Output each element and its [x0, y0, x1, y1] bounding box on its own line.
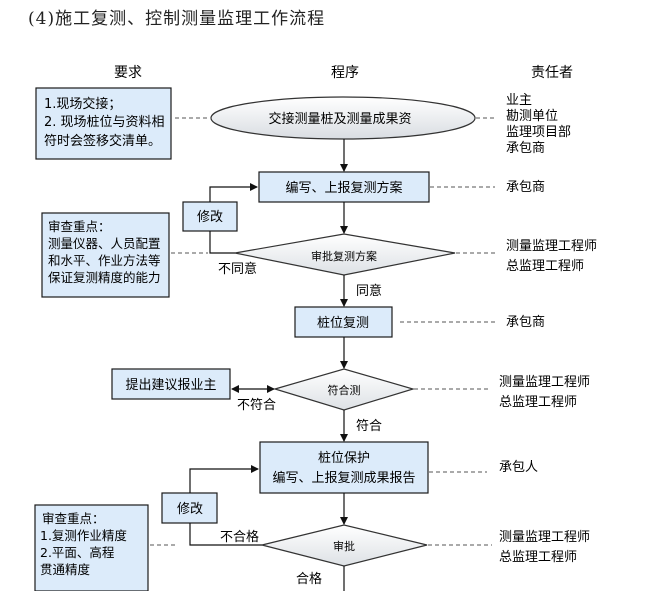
modify-label-1: 修改: [197, 210, 223, 225]
line-approve-to-modify2: [189, 523, 262, 546]
propose-owner-box: [111, 368, 231, 400]
resp2-line-1: 承包商: [506, 180, 545, 195]
header-procedure: 程序: [331, 65, 359, 81]
arrow-modify2-to-protect: [189, 465, 259, 493]
handover-label: 交接测量桩及测量成果资: [268, 111, 411, 127]
resp5-line-2: 总监理工程师: [499, 395, 577, 410]
resp4-line-1: 承包商: [506, 315, 545, 330]
modify-label-2: 修改: [177, 502, 203, 517]
page-title: (4)施工复测、控制测量监理工作流程: [28, 9, 326, 29]
resp1-line-1: 业主: [506, 93, 532, 108]
resp7-line-2: 总监理工程师: [499, 550, 577, 565]
req1-line-3: 符时会签移交清单。: [44, 133, 161, 149]
resp5-line-1: 测量监理工程师: [499, 375, 590, 390]
branch-not-conform: 不符合: [237, 397, 276, 413]
req2-line-4: 保证复测精度的能力: [48, 270, 161, 285]
resp7-line-1: 测量监理工程师: [499, 530, 590, 545]
prepare-plan-label: 编写、上报复测方案: [285, 180, 402, 196]
stake-protect-line-2: 编写、上报复测成果报告: [272, 471, 415, 486]
resp1-line-4: 承包商: [506, 141, 545, 156]
approve-diamond: [261, 524, 428, 567]
req1-line-1: 1.现场交接；: [44, 96, 121, 112]
req2-line-1: 审查重点：: [48, 219, 111, 234]
header-responsible: 责任者: [531, 65, 573, 81]
requirement-box-3: 审查重点： 1.复测作业精度 2.平面、高程 贯通精度: [34, 504, 149, 591]
requirement-box-1: 1.现场交接； 2. 现场桩位与资料相 符时会签移交清单。: [35, 87, 172, 160]
req3-line-2: 1.复测作业精度: [40, 528, 127, 543]
branch-qualified: 合格: [296, 571, 322, 587]
stake-protect-line-1: 桩位保护: [318, 451, 370, 466]
prepare-plan-box: [258, 171, 430, 203]
resp1-line-2: 勘测单位: [506, 109, 558, 124]
req3-line-4: 贯通精度: [40, 562, 91, 577]
arrow-modify1-to-plan: [209, 183, 258, 202]
conform-label: 符合测: [328, 383, 361, 397]
req2-line-2: 测量仪器、人员配置: [48, 236, 161, 251]
resp3-line-2: 总监理工程师: [506, 259, 584, 274]
resp3-line-1: 测量监理工程师: [506, 239, 597, 254]
responsible-1: 业主 勘测单位 监理项目部 承包商: [506, 93, 571, 156]
branch-conform: 符合: [356, 418, 382, 434]
line-review-to-modify1: [209, 231, 235, 254]
approve-label: 审批: [333, 539, 355, 553]
req1-line-2: 2. 现场桩位与资料相: [44, 115, 165, 130]
branch-unqualified: 不合格: [220, 529, 259, 545]
branch-disagree: 不同意: [218, 261, 257, 277]
review-plan-label: 审批复测方案: [311, 249, 377, 263]
review-plan-diamond: [234, 233, 456, 276]
conform-diamond: [272, 368, 416, 411]
req3-line-1: 审查重点：: [42, 511, 105, 526]
requirement-box-2: 审查重点： 测量仪器、人员配置 和水平、作业方法等 保证复测精度的能力: [41, 212, 170, 298]
req2-line-3: 和水平、作业方法等: [48, 253, 161, 268]
handover-ellipse: [210, 96, 476, 140]
resp1-line-3: 监理项目部: [506, 125, 571, 140]
propose-owner-label: 提出建议报业主: [125, 377, 216, 393]
stake-resurvey-label: 桩位复测: [317, 316, 369, 331]
req3-line-3: 2.平面、高程: [40, 545, 115, 560]
branch-agree: 同意: [356, 283, 382, 299]
header-requirements: 要求: [114, 65, 142, 81]
resp6-line-1: 承包人: [499, 460, 538, 475]
stake-protect-box: [259, 441, 429, 494]
